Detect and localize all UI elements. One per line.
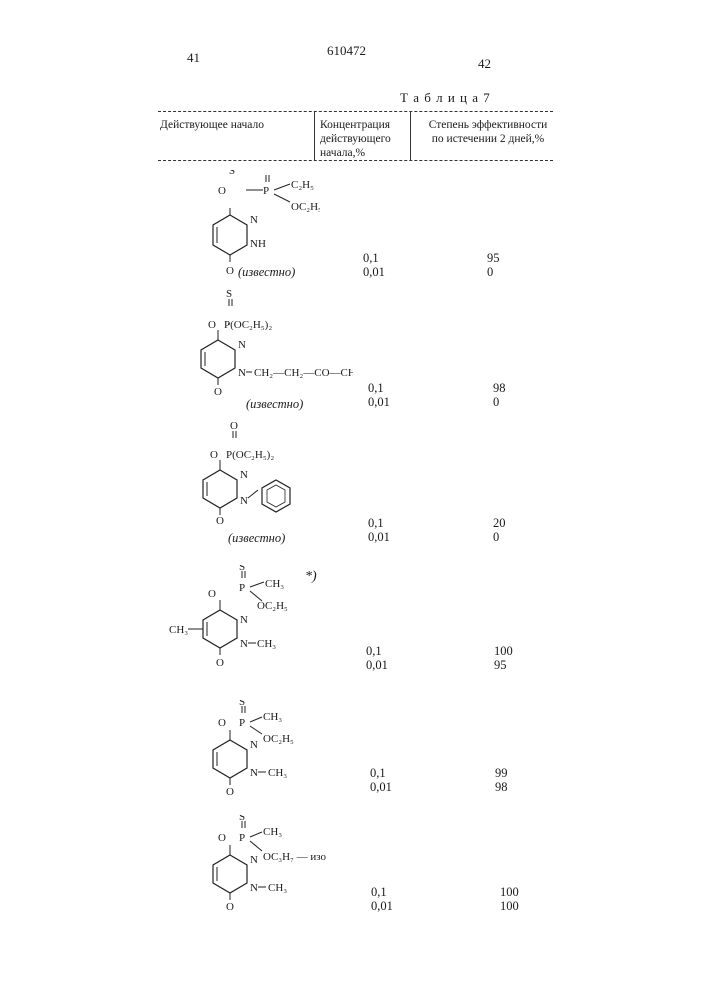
row-6-eff-high: 100 xyxy=(500,885,519,900)
label-ring-methyl: CH₃ xyxy=(169,624,188,636)
label-s: S xyxy=(229,170,235,177)
label-o-top: O xyxy=(230,420,238,432)
table-title: Т а б л и ц а 7 xyxy=(400,90,491,106)
column-header-concentration: Концентрация действующего начала,% xyxy=(320,118,391,160)
structure-2: S O P(OC₂H₅)₂ N N CH₂—CH₂—CO—CH₃ O xyxy=(178,288,353,398)
label-o: O xyxy=(208,588,216,600)
column-header-efficiency: Степень эффективности по истечении 2 дне… xyxy=(418,118,558,146)
label-carbonyl-o: O xyxy=(226,265,234,277)
row-3-eff-high: 20 xyxy=(493,516,506,531)
column-header-active: Действующее начало xyxy=(160,118,264,132)
row-6-conc-high: 0,1 xyxy=(371,885,387,900)
label-s: S xyxy=(239,700,245,708)
label-ethyl: C₂H₅ xyxy=(291,179,314,191)
row-3-conc-low: 0,01 xyxy=(368,530,390,545)
label-n: N xyxy=(240,614,248,626)
table-top-rule xyxy=(158,111,553,112)
label-phosphate: P(OC₂H₅)₂ xyxy=(224,319,272,331)
label-ethoxy: OC₂H₅ xyxy=(263,733,294,745)
row-4-eff-low: 95 xyxy=(494,658,507,673)
row-3-conc-high: 0,1 xyxy=(368,516,384,531)
row-2-note: (известно) xyxy=(246,397,303,412)
label-phosphate: P(OC₂H₅)₂ xyxy=(226,449,274,461)
label-carbonyl-o: O xyxy=(226,901,234,913)
label-n-methyl: CH₃ xyxy=(268,882,287,894)
label-n-methyl: CH₃ xyxy=(268,767,287,779)
row-6-eff-low: 100 xyxy=(500,899,519,914)
label-n-sub: N xyxy=(240,495,248,507)
label-n: N xyxy=(250,854,258,866)
label-methyl: CH₃ xyxy=(265,578,284,590)
label-isopropoxy: OC₃H₇ — изо xyxy=(263,851,327,863)
label-o: O xyxy=(210,449,218,461)
label-p: P xyxy=(239,832,245,844)
structure-4: S O P CH₃ OC₂H₅ N N CH₃ CH₃ O xyxy=(168,565,308,675)
label-s: S xyxy=(226,288,232,300)
label-ethoxy: OC₂H₅ xyxy=(291,201,320,213)
row-5-eff-high: 99 xyxy=(495,766,508,781)
label-p: P xyxy=(239,582,245,594)
label-n-sub: N xyxy=(238,367,246,379)
row-1-conc-low: 0,01 xyxy=(363,265,385,280)
label-s: S xyxy=(239,565,245,573)
label-n-sub: N xyxy=(250,767,258,779)
row-5-eff-low: 98 xyxy=(495,780,508,795)
row-4-conc-high: 0,1 xyxy=(366,644,382,659)
structure-5: S O P CH₃ OC₂H₅ N N CH₃ O xyxy=(190,700,310,800)
row-1-eff-high: 95 xyxy=(487,251,500,266)
label-n: N xyxy=(250,739,258,751)
label-n: N xyxy=(240,469,248,481)
label-carbonyl-o: O xyxy=(214,386,222,398)
label-p: P xyxy=(239,717,245,729)
label-methyl: CH₃ xyxy=(263,711,282,723)
label-ethoxy: OC₂H₅ xyxy=(257,600,288,612)
row-6-conc-low: 0,01 xyxy=(371,899,393,914)
row-5-conc-low: 0,01 xyxy=(370,780,392,795)
label-o: O xyxy=(218,832,226,844)
label-carbonyl-o: O xyxy=(216,657,224,669)
row-4-eff-high: 100 xyxy=(494,644,513,659)
structure-3: O O P(OC₂H₅)₂ N N O xyxy=(180,420,320,525)
footnote-star: *) xyxy=(305,569,317,585)
row-2-conc-high: 0,1 xyxy=(368,381,384,396)
row-3-eff-low: 0 xyxy=(493,530,499,545)
row-1-eff-low: 0 xyxy=(487,265,493,280)
row-2-conc-low: 0,01 xyxy=(368,395,390,410)
patent-number: 610472 xyxy=(327,43,366,59)
row-4-conc-low: 0,01 xyxy=(366,658,388,673)
label-n-methyl: CH₃ xyxy=(257,638,276,650)
row-2-eff-high: 98 xyxy=(493,381,506,396)
label-n-sub: N xyxy=(240,638,248,650)
label-n: N xyxy=(250,214,258,226)
label-nh: NH xyxy=(250,238,266,250)
row-1-conc-high: 0,1 xyxy=(363,251,379,266)
page-number-right: 42 xyxy=(478,56,491,72)
page-number-left: 41 xyxy=(187,50,200,66)
row-2-eff-low: 0 xyxy=(493,395,499,410)
row-5-conc-high: 0,1 xyxy=(370,766,386,781)
label-n: N xyxy=(238,339,246,351)
row-3-note: (известно) xyxy=(228,531,285,546)
label-carbonyl-o: O xyxy=(226,786,234,798)
label-s: S xyxy=(239,815,245,823)
label-n-sub: N xyxy=(250,882,258,894)
label-carbonyl-o: O xyxy=(216,515,224,525)
table-header-rule xyxy=(158,160,553,161)
column-divider-1 xyxy=(314,111,315,161)
structure-6: S O P CH₃ OC₃H₇ — изо N N CH₃ O xyxy=(190,815,350,915)
label-o: O xyxy=(208,319,216,331)
label-o: O xyxy=(218,717,226,729)
label-methyl: CH₃ xyxy=(263,826,282,838)
label-chain: CH₂—CH₂—CO—CH₃ xyxy=(254,367,353,379)
row-1-note: (известно) xyxy=(238,265,295,280)
label-o: O xyxy=(218,185,226,197)
label-p: P xyxy=(263,185,269,197)
column-divider-2 xyxy=(410,111,411,161)
